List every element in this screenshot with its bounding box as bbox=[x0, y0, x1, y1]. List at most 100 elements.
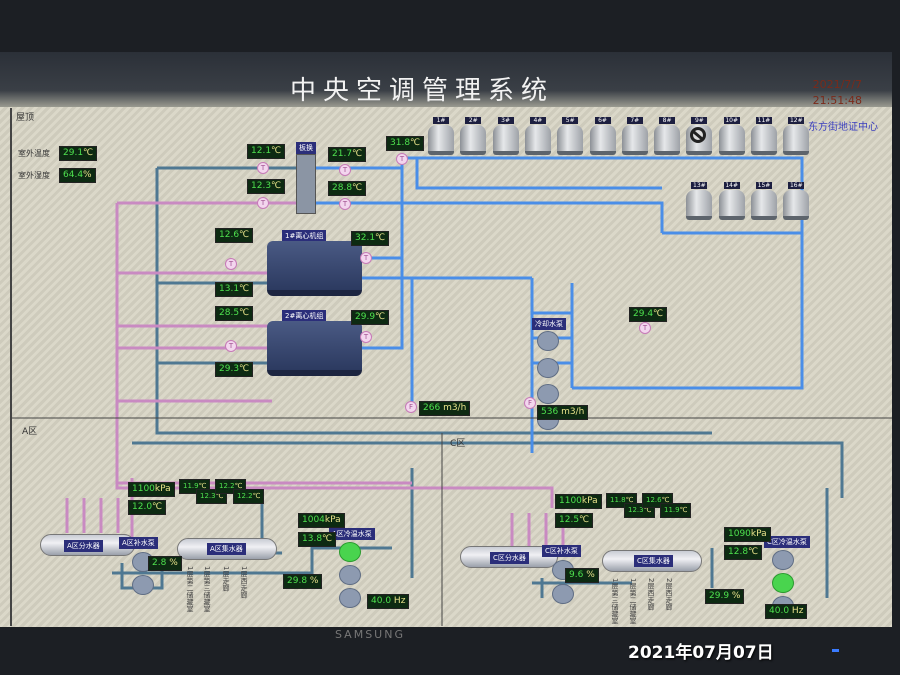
a-makeup-pump-label: A区补水泵 bbox=[119, 537, 158, 549]
temp-sensor[interactable]: T bbox=[225, 340, 237, 352]
a-branch-label: 1层第二储藏室 bbox=[186, 566, 194, 613]
c-branch-label: 1层第二储藏室 bbox=[629, 578, 637, 625]
organization-name: 东方街地证中心 bbox=[808, 122, 878, 133]
cooling-tower[interactable]: 12# bbox=[782, 117, 810, 157]
c-makeup-pump-label: C区补水泵 bbox=[542, 545, 581, 557]
tower-icon bbox=[492, 125, 519, 155]
pipe-network bbox=[12, 156, 892, 626]
tower-icon bbox=[557, 125, 584, 155]
cooling-tower[interactable]: 3# bbox=[492, 117, 520, 157]
header: 中央空调管理系统 2021/7/7 21:51:48 bbox=[0, 52, 892, 107]
cooling-pump-1[interactable] bbox=[537, 331, 559, 351]
cooling-pumps-label: 冷却水泵 bbox=[532, 318, 566, 330]
a-branch-label: 1层走廊 bbox=[222, 566, 230, 592]
a-branch-label: 1层第三储藏室 bbox=[203, 566, 211, 613]
cooling-tower[interactable]: 15# bbox=[750, 182, 778, 222]
c-makeup-pump-2[interactable] bbox=[552, 584, 574, 604]
tower-icon bbox=[621, 125, 648, 155]
a-circ-pump-label: A区冷温水泵 bbox=[329, 528, 375, 540]
outdoor-humidity-label: 室外湿度 bbox=[18, 171, 50, 180]
a-branch-label: 1层西走廊 bbox=[240, 566, 248, 599]
a-circ-pump-2[interactable] bbox=[339, 565, 361, 585]
cooling-tower[interactable]: 13# bbox=[685, 182, 713, 222]
cooling-tower[interactable]: 8# bbox=[653, 117, 681, 157]
tower-number: 11# bbox=[756, 117, 772, 124]
temp-sensor[interactable]: T bbox=[339, 164, 351, 176]
readout-flow-c: 536 m3/h bbox=[537, 405, 589, 420]
tower-icon bbox=[654, 125, 681, 155]
c-branch-label: 1层第三储藏室 bbox=[611, 578, 619, 625]
flow-sensor[interactable]: F bbox=[405, 401, 417, 413]
chiller-1[interactable] bbox=[267, 241, 362, 296]
temp-sensor[interactable]: T bbox=[225, 258, 237, 270]
cooling-tower[interactable]: 16# bbox=[782, 182, 810, 222]
cooling-tower[interactable]: 11# bbox=[750, 117, 778, 157]
temp-sensor[interactable]: T bbox=[639, 322, 651, 334]
temp-sensor[interactable]: T bbox=[360, 331, 372, 343]
roof-label: 屋顶 bbox=[16, 113, 35, 123]
date: 2021/7/7 bbox=[812, 78, 862, 91]
tower-icon bbox=[718, 125, 745, 155]
flow-sensor[interactable]: F bbox=[524, 397, 536, 409]
tower-icon bbox=[428, 125, 454, 155]
zone-a-label: A区 bbox=[22, 427, 38, 437]
cooling-tower[interactable]: 7# bbox=[621, 117, 649, 157]
cooling-tower[interactable]: 2# bbox=[459, 117, 487, 157]
readout-hx-out2: 28.8℃ bbox=[328, 181, 367, 196]
tower-number: 14# bbox=[723, 182, 740, 189]
readout-a-freq: 40.0 Hz bbox=[367, 594, 410, 609]
outdoor-temp-label: 室外温度 bbox=[18, 149, 50, 158]
readout-hx-out1: 21.7℃ bbox=[328, 147, 367, 162]
a-circ-pump-3[interactable] bbox=[339, 588, 361, 608]
readout-c-supply-p: 1100kPa bbox=[555, 494, 602, 509]
cooling-tower[interactable]: 9# bbox=[685, 117, 713, 157]
page-title: 中央空调管理系统 bbox=[290, 76, 555, 106]
tower-icon bbox=[718, 190, 745, 220]
a-circ-pump-1[interactable] bbox=[339, 542, 361, 562]
disabled-icon bbox=[690, 127, 707, 143]
readout-cooling-return: 29.4℃ bbox=[629, 307, 668, 322]
readout-ch2-cond: 29.9℃ bbox=[351, 310, 390, 325]
readout-hx-in1: 12.1℃ bbox=[247, 144, 286, 159]
c-distributor-label: C区分水器 bbox=[490, 552, 529, 564]
tower-number: 5# bbox=[562, 117, 579, 124]
tower-number: 1# bbox=[433, 117, 449, 124]
temp-sensor[interactable]: T bbox=[257, 162, 269, 174]
tower-number: 10# bbox=[723, 117, 740, 124]
cooling-tower[interactable]: 5# bbox=[556, 117, 584, 157]
temp-sensor[interactable]: T bbox=[396, 153, 408, 165]
plate-heat-exchanger[interactable] bbox=[296, 154, 316, 214]
readout-c-return-p: 1090kPa bbox=[724, 527, 771, 542]
readout-c-freq: 40.0 Hz bbox=[765, 604, 808, 619]
readout-a-branch-4: 12.2℃ bbox=[233, 489, 265, 504]
readout-c-supply-t: 12.5℃ bbox=[555, 513, 594, 528]
c-circ-pump-2[interactable] bbox=[772, 573, 794, 593]
cooling-tower[interactable]: 6# bbox=[589, 117, 617, 157]
readout-c-branch-4: 11.9℃ bbox=[660, 503, 692, 518]
cooling-tower[interactable]: 14# bbox=[718, 182, 746, 222]
a-collector-label: A区集水器 bbox=[207, 543, 246, 555]
temp-sensor[interactable]: T bbox=[339, 198, 351, 210]
c-collector-label: C区集水器 bbox=[634, 555, 673, 567]
cooling-pump-2[interactable] bbox=[537, 358, 559, 378]
cooling-tower[interactable]: 4# bbox=[524, 117, 552, 157]
chiller2-label: 2#离心机组 bbox=[282, 310, 327, 322]
readout-a-return-p: 1004kPa bbox=[298, 513, 345, 528]
cooling-pump-3[interactable] bbox=[537, 384, 559, 404]
readout-hx-in2: 12.3℃ bbox=[247, 179, 286, 194]
c-circ-pump-1[interactable] bbox=[772, 550, 794, 570]
a-makeup-pump-2[interactable] bbox=[132, 575, 154, 595]
readout-tower-supply: 31.8℃ bbox=[386, 136, 425, 151]
tower-number: 7# bbox=[626, 117, 643, 124]
readout-a-supply-p: 1100kPa bbox=[128, 482, 175, 497]
tower-icon bbox=[783, 190, 810, 220]
cooling-tower[interactable]: 10# bbox=[718, 117, 746, 157]
outdoor-temp-readout: 29.1℃ bbox=[59, 146, 98, 161]
temp-sensor[interactable]: T bbox=[360, 252, 372, 264]
readout-ch2-evap-in: 28.5℃ bbox=[215, 306, 254, 321]
c-branch-label: 2层西走廊 bbox=[665, 578, 673, 611]
tower-number: 13# bbox=[691, 182, 708, 189]
cooling-tower[interactable]: 1# bbox=[427, 117, 455, 157]
chiller-2[interactable] bbox=[267, 321, 362, 376]
temp-sensor[interactable]: T bbox=[257, 197, 269, 209]
